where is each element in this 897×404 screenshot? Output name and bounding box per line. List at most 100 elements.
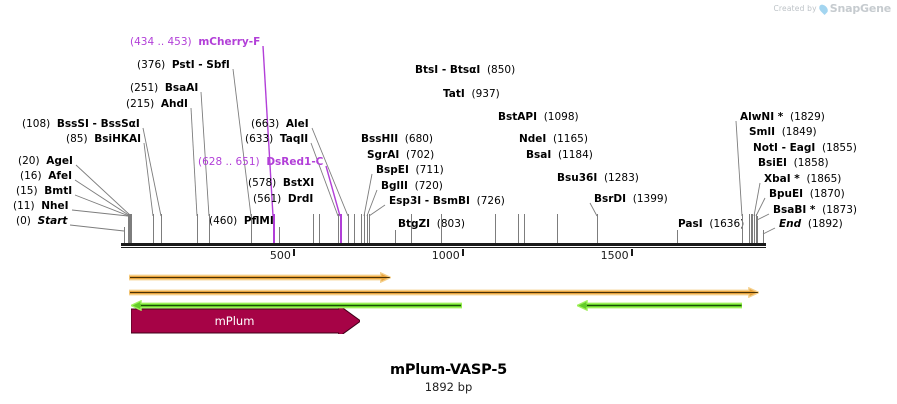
site-tick-mark [354, 214, 355, 243]
enzyme-site-label[interactable]: (460) PflMI [209, 216, 274, 227]
enzyme-site-label[interactable]: AlwNI * (1829) [740, 112, 825, 123]
site-position: (1829) [789, 111, 825, 123]
enzyme-site-label[interactable]: (85) BsiHKAI [66, 134, 141, 145]
site-leader-line [753, 182, 761, 217]
site-tick-mark [756, 214, 757, 243]
enzyme-site-label[interactable]: (108) BssSI - BssSαI [22, 119, 140, 130]
enzyme-site-label[interactable]: BpuEI (1870) [769, 189, 845, 200]
site-tick-mark [197, 214, 198, 243]
site-name: Start [37, 215, 68, 227]
site-position: (680) [404, 133, 434, 145]
site-name: AleI [285, 118, 309, 130]
site-tick-mark [597, 214, 598, 243]
primer-arrow-shape [129, 299, 463, 312]
site-position: (460) [209, 215, 238, 227]
site-name: Bsu36I [557, 172, 598, 184]
feature-arrow-primer-reverse[interactable] [129, 296, 463, 312]
page-title: mPlum-VASP-5 [389, 362, 508, 378]
enzyme-site-label[interactable]: (15) BmtI [16, 186, 72, 197]
site-position: (803) [436, 218, 465, 230]
site-tick-mark [124, 227, 125, 243]
enzyme-site-label[interactable]: BsrDI (1399) [594, 194, 668, 205]
enzyme-site-label[interactable]: XbaI * (1865) [764, 174, 841, 185]
enzyme-site-label[interactable]: BtgZI (803) [398, 219, 465, 230]
enzyme-site-label[interactable]: SgrAI (702) [367, 150, 434, 161]
site-tick-mark [130, 214, 131, 243]
site-tick-mark [751, 214, 752, 243]
site-tick-mark [131, 214, 132, 243]
site-name: NheI [41, 200, 69, 212]
site-tick-mark [364, 214, 365, 243]
site-tick-mark [677, 230, 678, 243]
site-name: BsaI [526, 149, 552, 161]
enzyme-site-label[interactable]: SmlI (1849) [749, 127, 817, 138]
site-name: BsaAI [164, 82, 199, 94]
site-tick-mark [348, 214, 349, 243]
enzyme-site-label[interactable]: BglII (720) [381, 181, 443, 192]
enzyme-site-label[interactable]: (578) BstXI [248, 178, 314, 189]
feature-arrow-primer-forward[interactable] [128, 283, 761, 299]
enzyme-site-label[interactable]: (16) AfeI [20, 171, 72, 182]
site-name: PstI - SbfI [171, 59, 230, 71]
site-name: DrdI [287, 193, 314, 205]
site-leader-line [366, 189, 378, 217]
enzyme-site-label[interactable]: (561) DrdI [253, 194, 313, 205]
site-tick-mark [340, 214, 342, 243]
enzyme-site-label[interactable]: NdeI (1165) [519, 134, 588, 145]
site-name: BpuEI [769, 188, 804, 200]
site-leader-line [71, 209, 129, 217]
enzyme-site-label[interactable]: BsaBI * (1873) [773, 205, 857, 216]
site-leader-line [755, 197, 766, 217]
enzyme-site-label[interactable]: Esp3I - BsmBI (726) [389, 196, 505, 207]
site-tick-mark [209, 214, 210, 243]
enzyme-site-label[interactable]: (434 .. 453) mCherry-F [130, 37, 260, 48]
enzyme-site-label[interactable]: BsaI (1184) [526, 150, 593, 161]
enzyme-site-label[interactable]: BssHII (680) [361, 134, 433, 145]
enzyme-site-label[interactable]: (251) BsaAI [130, 83, 198, 94]
site-tick-mark [313, 214, 314, 243]
enzyme-site-label[interactable]: (215) AhdI [126, 99, 188, 110]
site-tick-mark [742, 214, 743, 243]
primer-arrow-shape [574, 299, 743, 312]
site-position: (726) [476, 195, 505, 207]
site-name: BssSI - BssSαI [56, 118, 140, 130]
site-name: BtgZI [398, 218, 431, 230]
enzyme-site-label[interactable]: BtsI - BtsαI (850) [415, 65, 515, 76]
site-name: End [779, 218, 802, 230]
enzyme-site-label[interactable]: (633) TaqII [245, 134, 308, 145]
site-leader-line [311, 127, 349, 217]
site-name: PflMI [243, 215, 274, 227]
enzyme-site-label[interactable]: PasI (1636) [678, 219, 744, 230]
site-leader-line [762, 227, 776, 235]
enzyme-site-label[interactable]: BsiEI (1858) [758, 158, 829, 169]
enzyme-site-label[interactable]: (376) PstI - SbfI [137, 60, 230, 71]
enzyme-site-label[interactable]: (663) AleI [251, 119, 309, 130]
site-name: BssHII [361, 133, 399, 145]
enzyme-site-label[interactable]: (11) NheI [13, 201, 69, 212]
enzyme-site-label[interactable]: NotI - EagI (1855) [753, 143, 857, 154]
site-position: (15) [16, 185, 38, 197]
backbone-line [121, 243, 766, 246]
site-position: (561) [253, 193, 282, 205]
site-tick-mark [369, 214, 370, 243]
site-tick-mark [338, 214, 339, 243]
enzyme-site-label[interactable]: (628 .. 651) DsRed1-C [198, 157, 323, 168]
ruler-tick-mark [292, 249, 295, 256]
site-tick-mark [161, 214, 162, 243]
site-position: (1399) [632, 193, 668, 205]
enzyme-site-label[interactable]: BspEI (711) [376, 165, 444, 176]
site-position: (720) [414, 180, 443, 192]
site-position: (108) [22, 118, 51, 130]
enzyme-site-label[interactable]: TatI (937) [443, 89, 500, 100]
enzyme-site-label[interactable]: (20) AgeI [18, 156, 73, 167]
site-name: AlwNI * [740, 111, 784, 123]
feature-arrow-primer-reverse[interactable] [574, 296, 743, 312]
enzyme-site-label[interactable]: End (1892) [779, 219, 843, 230]
enzyme-site-label[interactable]: (0) Start [16, 216, 67, 227]
site-position: (20) [18, 155, 40, 167]
feature-arrow-primer-forward[interactable] [128, 268, 393, 284]
enzyme-site-label[interactable]: BstAPI (1098) [498, 112, 579, 123]
enzyme-site-label[interactable]: Bsu36I (1283) [557, 173, 639, 184]
site-position: (1184) [557, 149, 593, 161]
site-name: XbaI * [764, 173, 800, 185]
